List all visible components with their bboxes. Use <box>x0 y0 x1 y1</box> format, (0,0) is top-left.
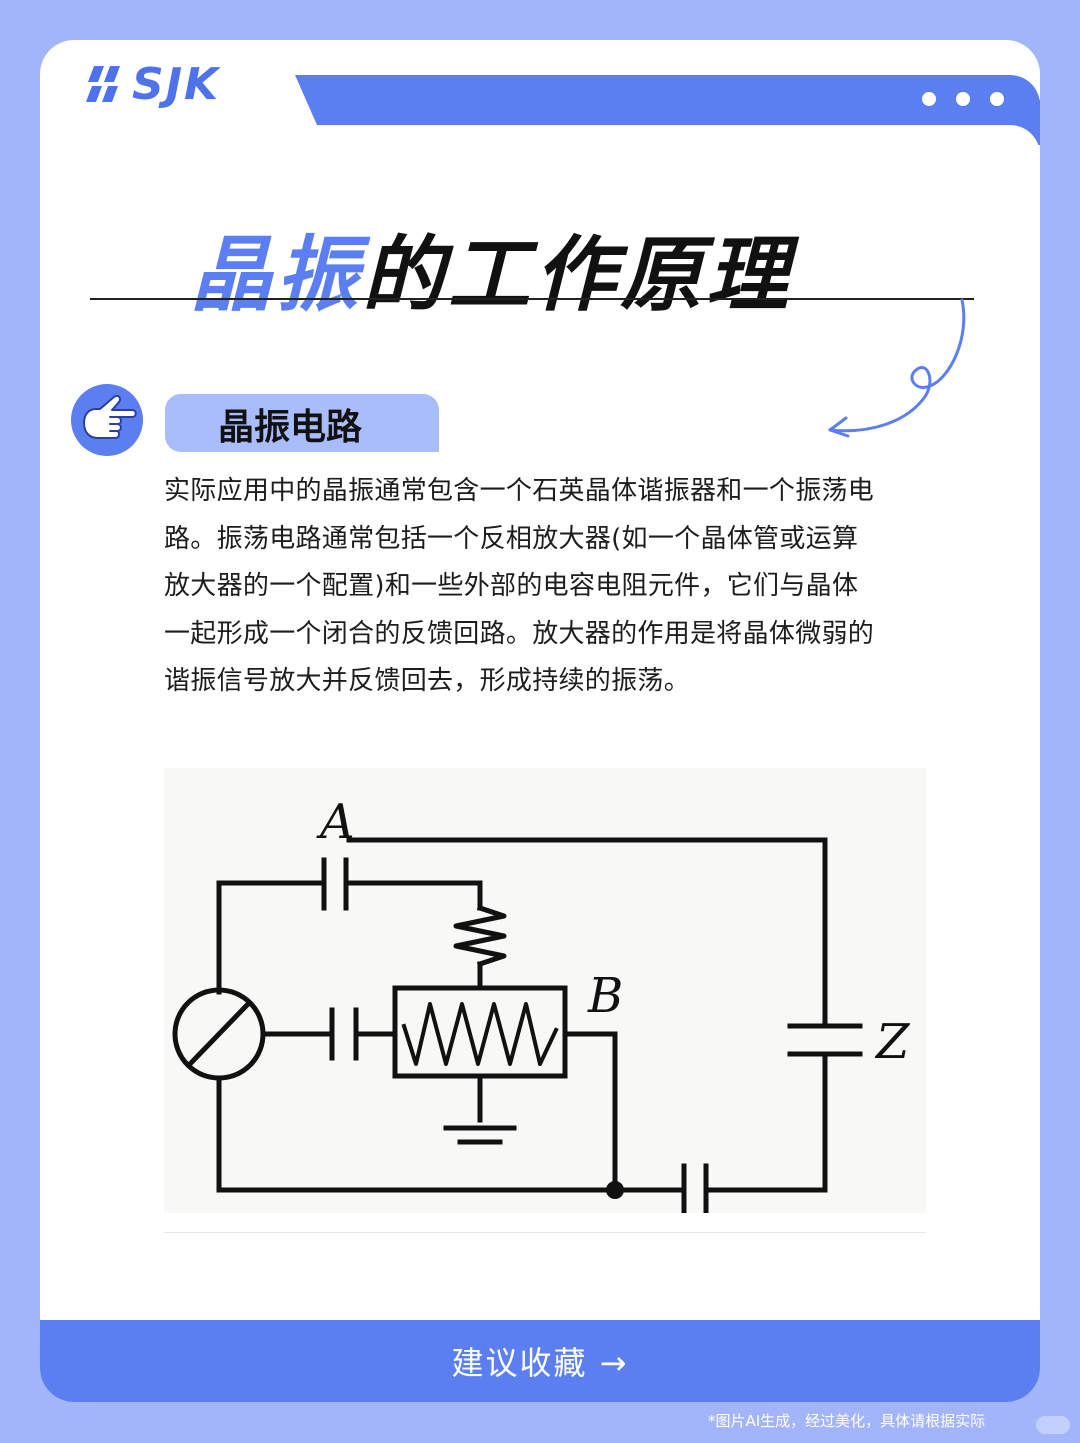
page-title: 晶振的工作原理 <box>190 208 890 327</box>
section-title: 晶振电路 <box>218 407 363 448</box>
dot <box>956 92 970 106</box>
body-line: 实际应用中的晶振通常包含一个石英晶体谐振器和一个振荡电 <box>164 476 875 506</box>
body-line: 谐振信号放大并反馈回去，形成持续的振荡。 <box>164 666 691 696</box>
watermark-badge <box>1036 1416 1070 1434</box>
cta-label: 建议收藏 → <box>451 1344 629 1382</box>
dot <box>922 92 936 106</box>
brand-logo: SJK <box>84 58 254 110</box>
bookmark-cta-button[interactable]: 建议收藏 → <box>40 1320 1040 1402</box>
pointing-hand-icon <box>71 384 143 456</box>
title-rest: 的工作原理 <box>362 228 792 323</box>
label-b: B <box>587 968 623 1024</box>
ac-source-slash <box>186 1000 252 1068</box>
body-paragraph: 实际应用中的晶振通常包含一个石英晶体谐振器和一个振荡电 路。振荡电路通常包括一个… <box>164 468 944 706</box>
curly-arrow-icon <box>828 298 966 438</box>
body-line: 一起形成一个闭合的反馈回路。放大器的作用是将晶体微弱的 <box>164 618 875 649</box>
header-panel <box>40 125 1040 185</box>
label-z: Z <box>874 1014 911 1070</box>
body-line: 放大器的一个配置)和一些外部的电容电阻元件，它们与晶体 <box>164 571 859 601</box>
header-band <box>295 75 1040 125</box>
title-highlight: 晶振 <box>190 228 362 323</box>
oscillator-circuit-diagram: A B Z <box>164 768 926 1213</box>
resistor <box>453 904 507 968</box>
dot <box>990 92 1004 106</box>
title-underline <box>90 298 974 300</box>
label-a: A <box>316 794 355 850</box>
diagram-divider <box>164 1232 926 1233</box>
crystal-waveform <box>401 1002 559 1066</box>
logo-text: SJK <box>132 58 221 110</box>
body-line: 路。振荡电路通常包括一个反相放大器(如一个晶体管或运算 <box>164 523 859 554</box>
junction-dot <box>606 1181 624 1199</box>
content-card: SJK 晶振的工作原理 晶振电路 实际应用中的晶振通常包含一个石英晶体谐振器和一… <box>40 40 1040 1402</box>
more-dots-icon[interactable] <box>922 92 1004 106</box>
section-tab <box>165 394 439 452</box>
logo-mark-icon <box>86 66 120 102</box>
ai-disclaimer: *图片AI生成，经过美化，具体请根据实际 <box>708 1412 986 1430</box>
